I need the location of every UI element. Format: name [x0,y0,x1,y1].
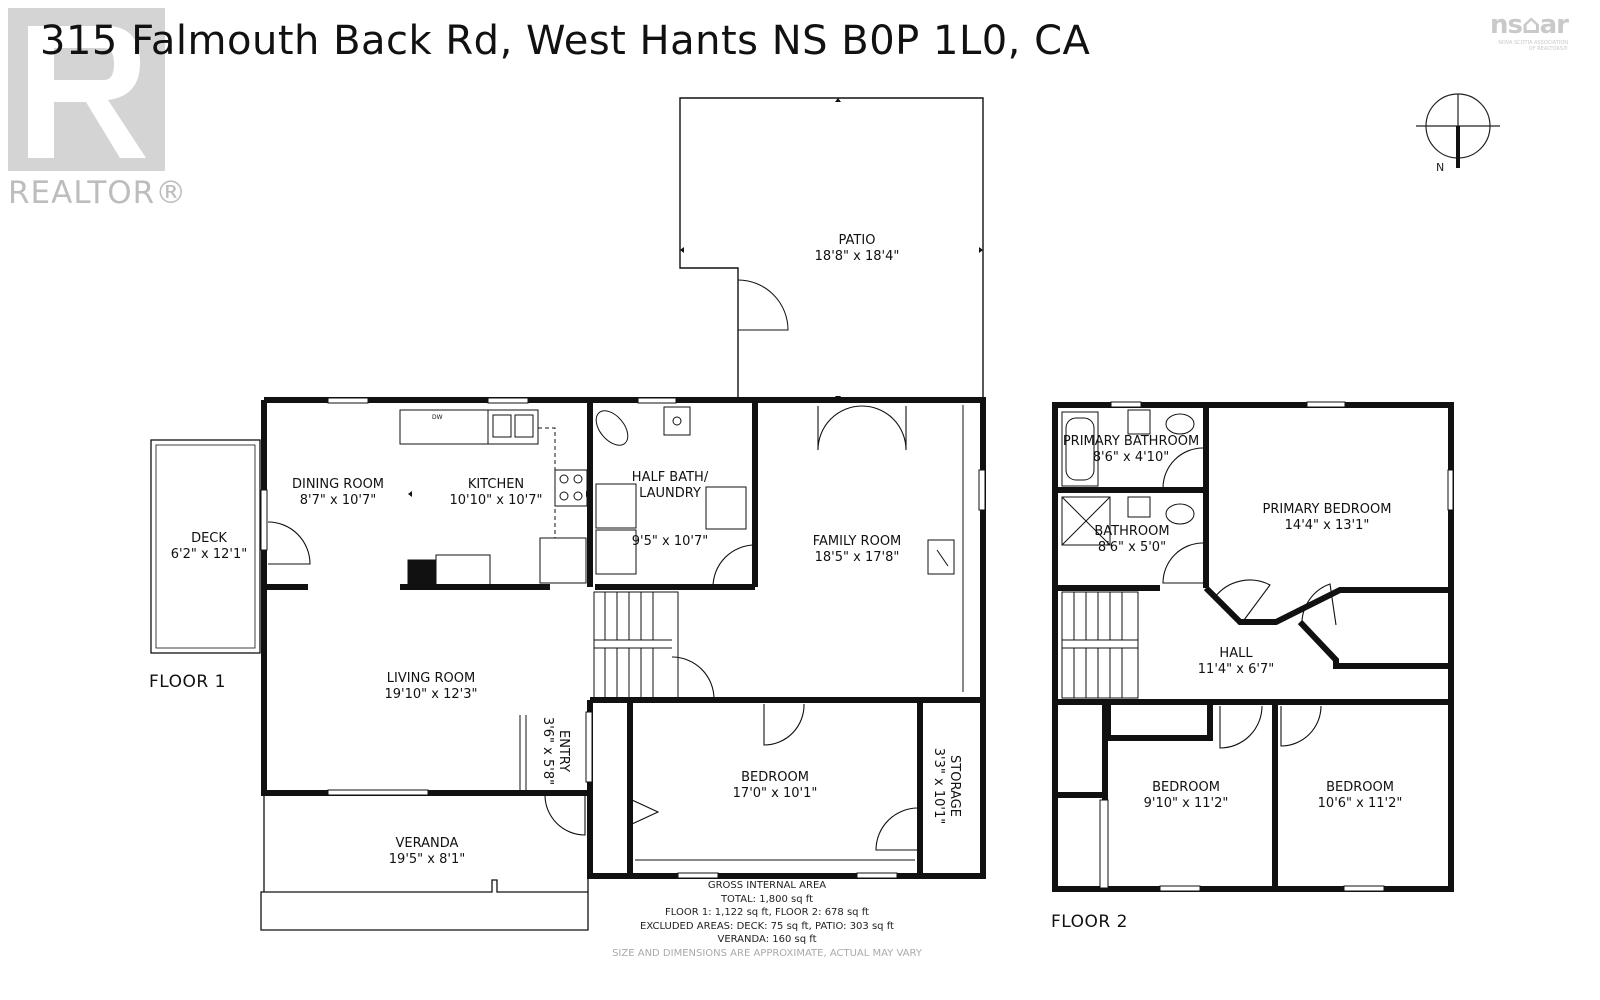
north-arrow-icon [1416,93,1500,168]
room-dimensions: 11'4" x 6'7" [1197,662,1275,677]
floor-2-windows [1099,401,1454,892]
room-name: BEDROOM [741,770,809,785]
room-dimensions: 14'4" x 13'1" [1284,518,1370,533]
room-name: BEDROOM [1152,780,1220,795]
room-name: FAMILY ROOM [812,534,902,549]
area-summary: GROSS INTERNAL AREA TOTAL: 1,800 sq ft F… [612,879,922,960]
area-veranda: VERANDA: 160 sq ft [717,934,817,945]
room-label-entry: ENTRY 3'6" x 5'8" [539,717,571,785]
deck-outline [150,439,261,654]
dishwasher-label: DW [432,414,443,421]
floor-2-bath-fixtures [1061,409,1195,546]
room-label-family-room: FAMILY ROOM 18'5" x 17'8" [813,534,902,566]
nsar-logo: ns⌂ar NOVA SCOTIA ASSOCIATION OF REALTOR… [1478,10,1569,52]
room-label-dining-room: DINING ROOM 8'7" x 10'7" [292,477,384,509]
room-name: LIVING ROOM [386,671,476,686]
room-label-half-bath: HALF BATH/ LAUNDRY 9'5" x 10'7" [632,438,708,566]
room-name: BATHROOM [1094,524,1170,539]
floor-1-plan [150,97,986,931]
realtor-wordmark: REALTOR® [8,175,188,211]
floor-1-doors [267,405,919,851]
dimension-ticks [408,98,983,497]
room-name: HALF BATH/ LAUNDRY [631,470,709,501]
nsar-subtitle-1: NOVA SCOTIA ASSOCIATION [1498,40,1568,46]
room-dimensions: 8'6" x 4'10" [1092,450,1170,465]
floor-1-label: FLOOR 1 [149,672,226,692]
floor-2-doors [1162,447,1337,749]
area-floors: FLOOR 1: 1,122 sq ft, FLOOR 2: 678 sq ft [665,907,869,918]
room-label-patio: PATIO 18'8" x 18'4" [815,233,900,265]
floor-1-windows [260,397,986,879]
area-total: TOTAL: 1,800 sq ft [720,893,814,905]
room-name: STORAGE [947,755,962,817]
room-name: HALL [1219,646,1253,661]
room-dimensions: 8'6" x 5'0" [1097,540,1167,555]
room-label-bedroom-floor-1: BEDROOM 17'0" x 10'1" [733,770,818,802]
room-dimensions: 18'5" x 17'8" [814,550,900,565]
room-label-deck: DECK 6'2" x 12'1" [171,531,247,563]
area-excluded: EXCLUDED AREAS: DECK: 75 sq ft, PATIO: 3… [640,920,894,932]
room-label-storage: STORAGE 3'3" x 10'1" [930,748,962,824]
listing-address: 315 Falmouth Back Rd, West Hants NS B0P … [40,18,1091,64]
room-dimensions: 3'6" x 5'8" [540,716,555,786]
room-name: DINING ROOM [291,477,385,492]
floor-2-stairs [1061,591,1139,699]
patio-outline [679,97,984,400]
area-heading: GROSS INTERNAL AREA [707,880,827,891]
room-dimensions: 3'3" x 10'1" [931,747,946,825]
room-dimensions: 8'7" x 10'7" [299,493,377,508]
room-dimensions: 10'6" x 11'2" [1317,796,1403,811]
room-label-bedroom-3: BEDROOM 10'6" x 11'2" [1318,780,1403,812]
room-label-hall: HALL 11'4" x 6'7" [1198,646,1274,678]
floor-1-stairs [593,591,679,701]
room-label-kitchen: KITCHEN 10'10" x 10'7" [450,477,543,509]
room-name: PRIMARY BEDROOM [1262,502,1392,517]
room-name: PRIMARY BATHROOM [1062,434,1200,449]
floor-2-walls [1052,402,1454,892]
realtor-logo: REALTOR® [8,8,187,211]
room-label-veranda: VERANDA 19'5" x 8'1" [389,836,465,868]
room-label-primary-bathroom: PRIMARY BATHROOM 8'6" x 4'10" [1063,434,1199,466]
room-dimensions: 17'0" x 10'1" [732,786,818,801]
family-room-fixtures [927,405,964,692]
room-name: PATIO [838,233,876,248]
floor-1-walls [261,397,986,879]
room-name: VERANDA [395,836,459,851]
room-label-bedroom-2: BEDROOM 9'10" x 11'2" [1144,780,1229,812]
room-dimensions: 18'8" x 18'4" [814,249,900,264]
room-dimensions: 9'5" x 10'7" [631,534,709,549]
room-name: BEDROOM [1326,780,1394,795]
compass-north-label: N [1436,161,1445,174]
room-name: KITCHEN [467,477,525,492]
room-label-primary-bedroom: PRIMARY BEDROOM 14'4" x 13'1" [1263,502,1392,534]
room-name: DECK [191,531,227,546]
room-dimensions: 6'2" x 12'1" [170,547,248,562]
room-dimensions: 9'10" x 11'2" [1143,796,1229,811]
room-label-bathroom: BATHROOM 8'6" x 5'0" [1094,524,1169,556]
area-disclaimer: SIZE AND DIMENSIONS ARE APPROXIMATE, ACT… [612,947,922,959]
kitchen-fixtures [399,409,588,586]
room-dimensions: 10'10" x 10'7" [449,493,543,508]
floor-2-plan [1052,401,1454,892]
realtor-r-icon [8,8,165,171]
room-label-living-room: LIVING ROOM 19'10" x 12'3" [385,671,478,703]
nsar-wordmark: ns⌂ar [1490,10,1569,40]
half-bath-fixtures [595,406,747,575]
nsar-subtitle-2: OF REALTORS® [1528,46,1568,52]
floor-2-label: FLOOR 2 [1051,912,1128,932]
room-dimensions: 19'5" x 8'1" [388,852,466,867]
entry-partitions [519,711,593,790]
room-dimensions: 19'10" x 12'3" [384,687,478,702]
room-name: ENTRY [556,729,571,773]
